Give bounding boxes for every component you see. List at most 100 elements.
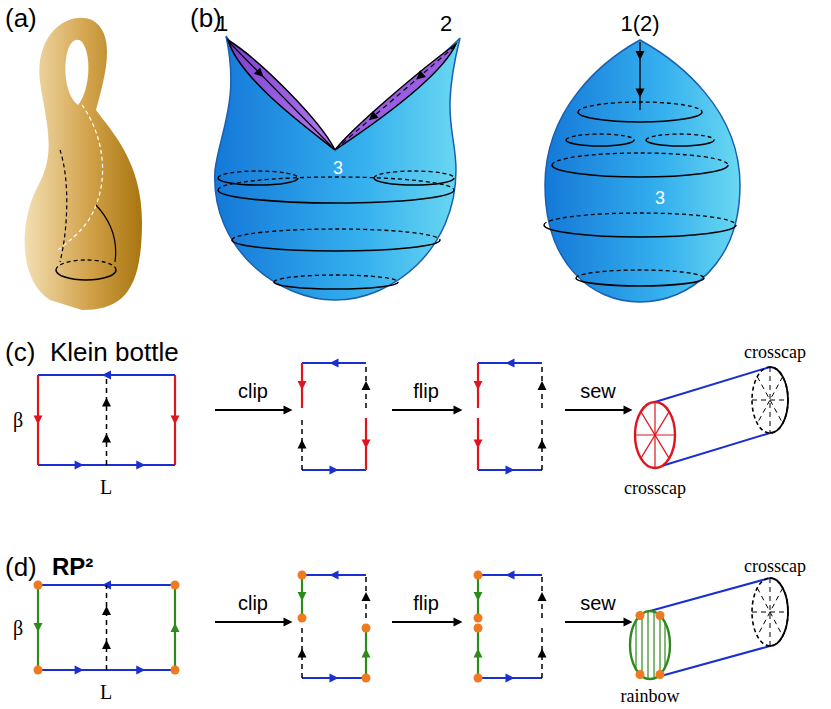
arrowhead	[102, 640, 111, 649]
arrowhead	[636, 51, 645, 60]
arrowhead	[298, 381, 307, 390]
corner-dot	[636, 611, 645, 620]
label: flip	[413, 381, 439, 401]
corner-dot	[34, 581, 43, 590]
label: (c)	[5, 339, 35, 365]
crosscap-ellipse	[752, 367, 788, 433]
corner-dot	[298, 571, 307, 580]
edge-line	[757, 588, 782, 636]
arrowhead	[34, 623, 43, 632]
ring-front	[232, 240, 440, 251]
corner-dot	[656, 611, 665, 620]
edge-line	[229, 42, 333, 148]
label: RP²	[52, 555, 93, 579]
ring-back	[218, 177, 454, 190]
ring-front	[544, 225, 736, 237]
ring-front	[374, 178, 454, 185]
edge-line	[635, 621, 636, 670]
arrowhead	[136, 461, 145, 470]
corner-dot	[656, 670, 665, 679]
label: 1	[216, 13, 228, 35]
corner-dot	[298, 614, 307, 623]
corner-dot	[474, 674, 483, 683]
arrowhead	[474, 592, 483, 601]
ring-back	[274, 275, 398, 282]
edge-line	[392, 409, 456, 411]
arrowhead	[474, 649, 483, 658]
label: 1(2)	[620, 13, 659, 35]
ring-back	[576, 270, 704, 278]
corner-dot	[474, 571, 483, 580]
label: 3	[333, 159, 343, 177]
arrowhead	[298, 592, 307, 601]
corner-dot	[171, 666, 180, 675]
ring-front	[566, 140, 634, 146]
arrowhead	[284, 406, 293, 415]
edge-line	[647, 611, 648, 679]
label: 3	[655, 189, 665, 207]
ring-front	[56, 270, 116, 280]
label: flip	[413, 593, 439, 613]
arrowhead	[506, 359, 515, 368]
label: crosscap	[624, 479, 686, 497]
arrowhead	[474, 440, 483, 449]
edge-line	[653, 612, 654, 679]
arrowhead	[102, 398, 111, 407]
arrowhead	[474, 381, 483, 390]
ring-back	[374, 171, 454, 178]
edge-line	[106, 585, 108, 670]
arrowhead	[330, 571, 339, 580]
arrowhead	[102, 434, 111, 443]
corner-dot	[34, 666, 43, 675]
arrowhead	[298, 649, 307, 658]
ring-back	[544, 213, 736, 225]
arrowhead	[538, 381, 547, 390]
arrowhead	[171, 623, 180, 632]
arrowhead	[538, 440, 547, 449]
label: β	[13, 410, 23, 430]
arrowhead	[75, 666, 84, 675]
label: sew	[580, 381, 616, 401]
corner-dot	[474, 624, 483, 633]
edge-line	[757, 588, 782, 636]
edge-line	[565, 621, 626, 623]
crosscap-ellipse	[635, 402, 675, 468]
label: sew	[580, 593, 616, 613]
ring-back	[578, 102, 702, 112]
ring-back	[218, 171, 298, 178]
ring-front	[576, 278, 704, 286]
arrowhead	[416, 70, 426, 79]
ring-front	[218, 178, 298, 185]
klein-bottle	[25, 18, 142, 310]
arrowhead	[330, 359, 339, 368]
ring-back	[552, 153, 728, 165]
label: rainbow	[621, 687, 680, 705]
arrowhead	[538, 649, 547, 658]
edge-line	[757, 377, 782, 424]
label: L	[100, 682, 112, 702]
label: (d)	[5, 554, 37, 580]
tube-line	[58, 105, 103, 250]
edge-line	[641, 614, 642, 676]
corner-dot	[362, 674, 371, 683]
edge-line	[215, 621, 286, 623]
corner-dot	[636, 670, 645, 679]
ring-back	[646, 134, 714, 140]
label: crosscap	[744, 343, 806, 361]
arrowhead	[506, 466, 515, 475]
label: Klein bottle	[50, 339, 179, 365]
arrowhead	[369, 111, 379, 120]
label: (a)	[5, 5, 37, 31]
ring-back	[566, 134, 634, 140]
arrowhead	[136, 666, 145, 675]
arrowhead	[330, 466, 339, 475]
arrowhead	[624, 406, 633, 415]
egg-surface	[545, 40, 740, 302]
arrowhead	[284, 618, 293, 627]
blob-surface	[215, 36, 460, 300]
edge-line	[659, 616, 660, 675]
arrowhead	[506, 674, 515, 683]
label: clip	[238, 381, 268, 401]
ring-back	[56, 260, 116, 270]
edge-line	[664, 623, 665, 668]
